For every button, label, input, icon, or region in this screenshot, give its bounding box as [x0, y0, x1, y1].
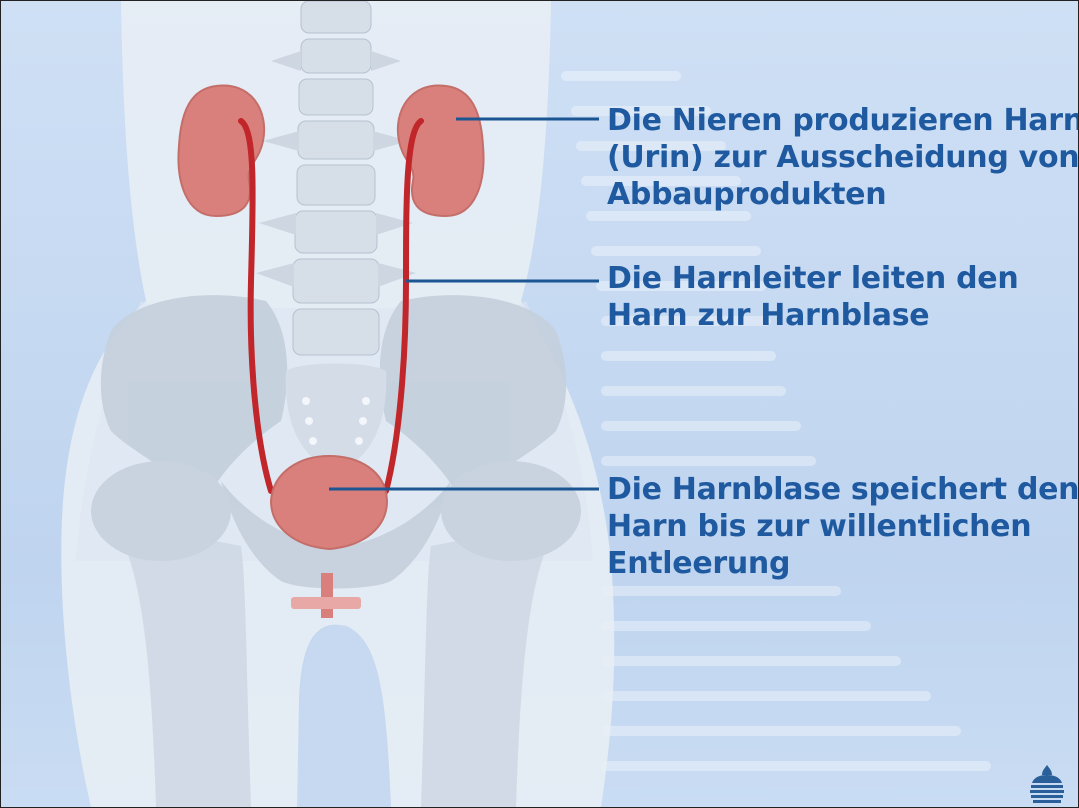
bladder — [271, 456, 387, 549]
kidney-caption: Die Nieren produzieren Harn (Urin) zur A… — [607, 102, 1079, 213]
bladder-caption-line: Entleerung — [607, 545, 1079, 582]
urethra — [321, 573, 333, 618]
kidney-caption-line: Abbauprodukten — [607, 176, 1079, 213]
ureter-caption-line: Die Harnleiter leiten den — [607, 260, 1018, 297]
bladder-caption-line: Die Harnblase speichert den — [607, 471, 1079, 508]
spine — [293, 1, 379, 355]
fountain-logo-icon — [1026, 761, 1068, 803]
kidney-caption-line: Die Nieren produzieren Harn — [607, 102, 1079, 139]
urethral-sphincter — [291, 597, 361, 609]
bladder-caption-line: Harn bis zur willentlichen — [607, 508, 1079, 545]
bladder-caption: Die Harnblase speichert den Harn bis zur… — [607, 471, 1079, 582]
kidney-caption-line: (Urin) zur Ausscheidung von — [607, 139, 1079, 176]
ureter-caption: Die Harnleiter leiten den Harn zur Harnb… — [607, 260, 1018, 334]
ureter-caption-line: Harn zur Harnblase — [607, 297, 1018, 334]
